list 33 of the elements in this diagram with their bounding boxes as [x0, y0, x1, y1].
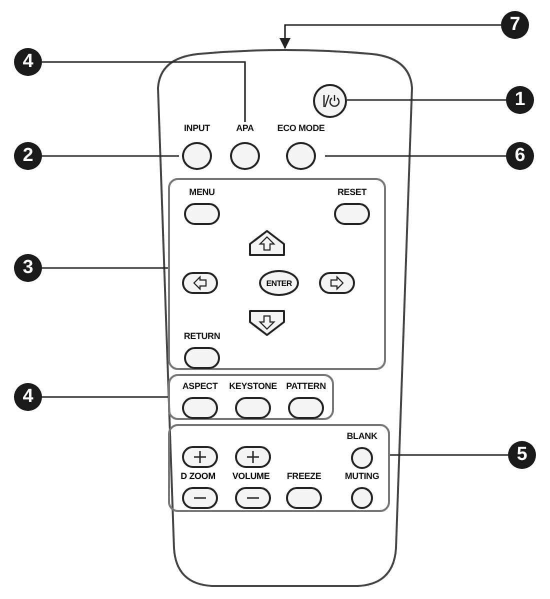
button-label: D ZOOM — [180, 470, 216, 482]
button-label: FREEZE — [286, 470, 322, 482]
button-label: ECO MODE — [277, 122, 325, 134]
button-group-outline — [168, 424, 390, 512]
button-label: VOLUME — [231, 470, 271, 482]
callout-number: 1 — [506, 86, 534, 114]
callout-number: 3 — [14, 254, 42, 282]
button-label: APA — [235, 122, 255, 134]
leader-line — [347, 99, 506, 101]
button-group-outline — [168, 178, 386, 370]
button-label: INPUT — [182, 122, 211, 134]
callout-number: 7 — [501, 11, 529, 39]
button-label: BLANK — [346, 430, 378, 442]
leader-line — [42, 396, 168, 398]
button-label: KEYSTONE — [228, 380, 278, 392]
button-label: RETURN — [182, 330, 222, 342]
button-label: MUTING — [344, 470, 380, 482]
leader-line — [390, 454, 508, 456]
callout-number: 2 — [14, 142, 42, 170]
button-label: RESET — [336, 186, 368, 198]
callout-number: 6 — [506, 142, 534, 170]
callout-number: 5 — [508, 441, 536, 469]
callout-number: 4 — [14, 48, 42, 76]
button-group-outline — [168, 374, 334, 420]
leader-line — [42, 61, 246, 122]
leader-line — [42, 155, 179, 157]
arrow — [279, 24, 501, 50]
button-label: PATTERN — [285, 380, 327, 392]
leader-line — [42, 267, 168, 269]
leader-line — [325, 155, 506, 157]
callout-number: 4 — [14, 383, 42, 411]
button-label: ASPECT — [181, 380, 219, 392]
button-label: MENU — [188, 186, 216, 198]
